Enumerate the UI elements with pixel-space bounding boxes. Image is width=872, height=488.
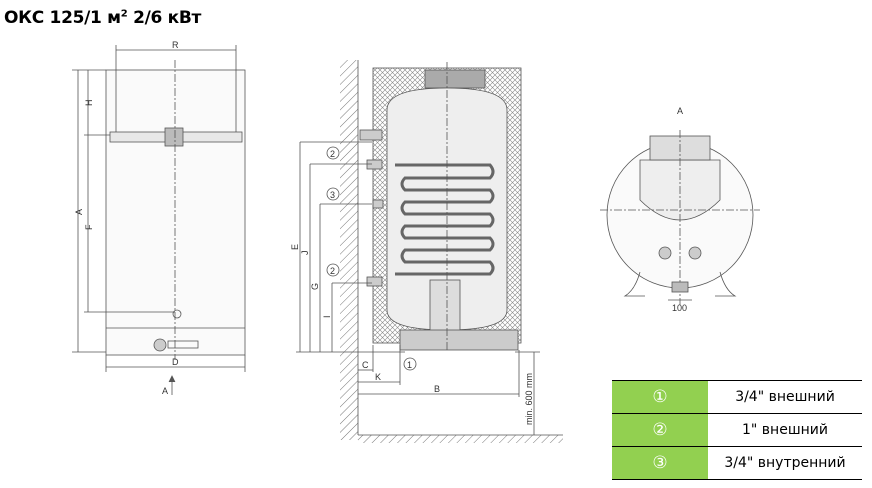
connection-marker-2a: 2 <box>330 149 335 159</box>
title-text: ОКС 125/1 м <box>4 8 121 28</box>
legend-symbol: ③ <box>612 446 708 480</box>
legend-text: 3/4" внешний <box>708 380 862 414</box>
dim-label-i: I <box>322 315 332 318</box>
dim-label-g: G <box>310 283 320 290</box>
legend-text: 3/4" внутренний <box>708 446 862 480</box>
top-view-label-a: A <box>677 106 683 116</box>
top-view-dim-100: 100 <box>672 303 687 313</box>
top-view <box>600 130 760 305</box>
legend-symbol: ① <box>612 380 708 414</box>
connection-marker-1: 1 <box>407 360 412 370</box>
dim-label-f: F <box>84 224 94 230</box>
connection-marker-3: 3 <box>330 190 335 200</box>
dim-label-b: B <box>434 384 440 394</box>
title-sup: 2 <box>120 8 128 20</box>
dim-label-c: C <box>362 360 369 370</box>
page-title: ОКС 125/1 м2 2/6 кВт <box>4 8 201 28</box>
legend-text: 1" внешний <box>708 413 862 447</box>
dim-label-e: E <box>290 244 300 250</box>
title-rest: 2/6 кВт <box>127 8 202 28</box>
legend-symbol: ② <box>612 413 708 447</box>
front-view <box>72 45 246 395</box>
view-arrow-label: A <box>162 386 168 396</box>
dim-label-d: D <box>172 357 179 367</box>
connection-marker-2b: 2 <box>330 266 335 276</box>
dim-label-h: H <box>84 100 94 107</box>
dim-label-min: min. 600 mm <box>524 373 534 425</box>
dim-label-k: K <box>375 372 381 382</box>
dim-label-r: R <box>172 40 179 50</box>
dim-label-a: A <box>74 209 84 215</box>
dim-label-j: J <box>300 251 310 256</box>
side-view <box>296 60 563 443</box>
